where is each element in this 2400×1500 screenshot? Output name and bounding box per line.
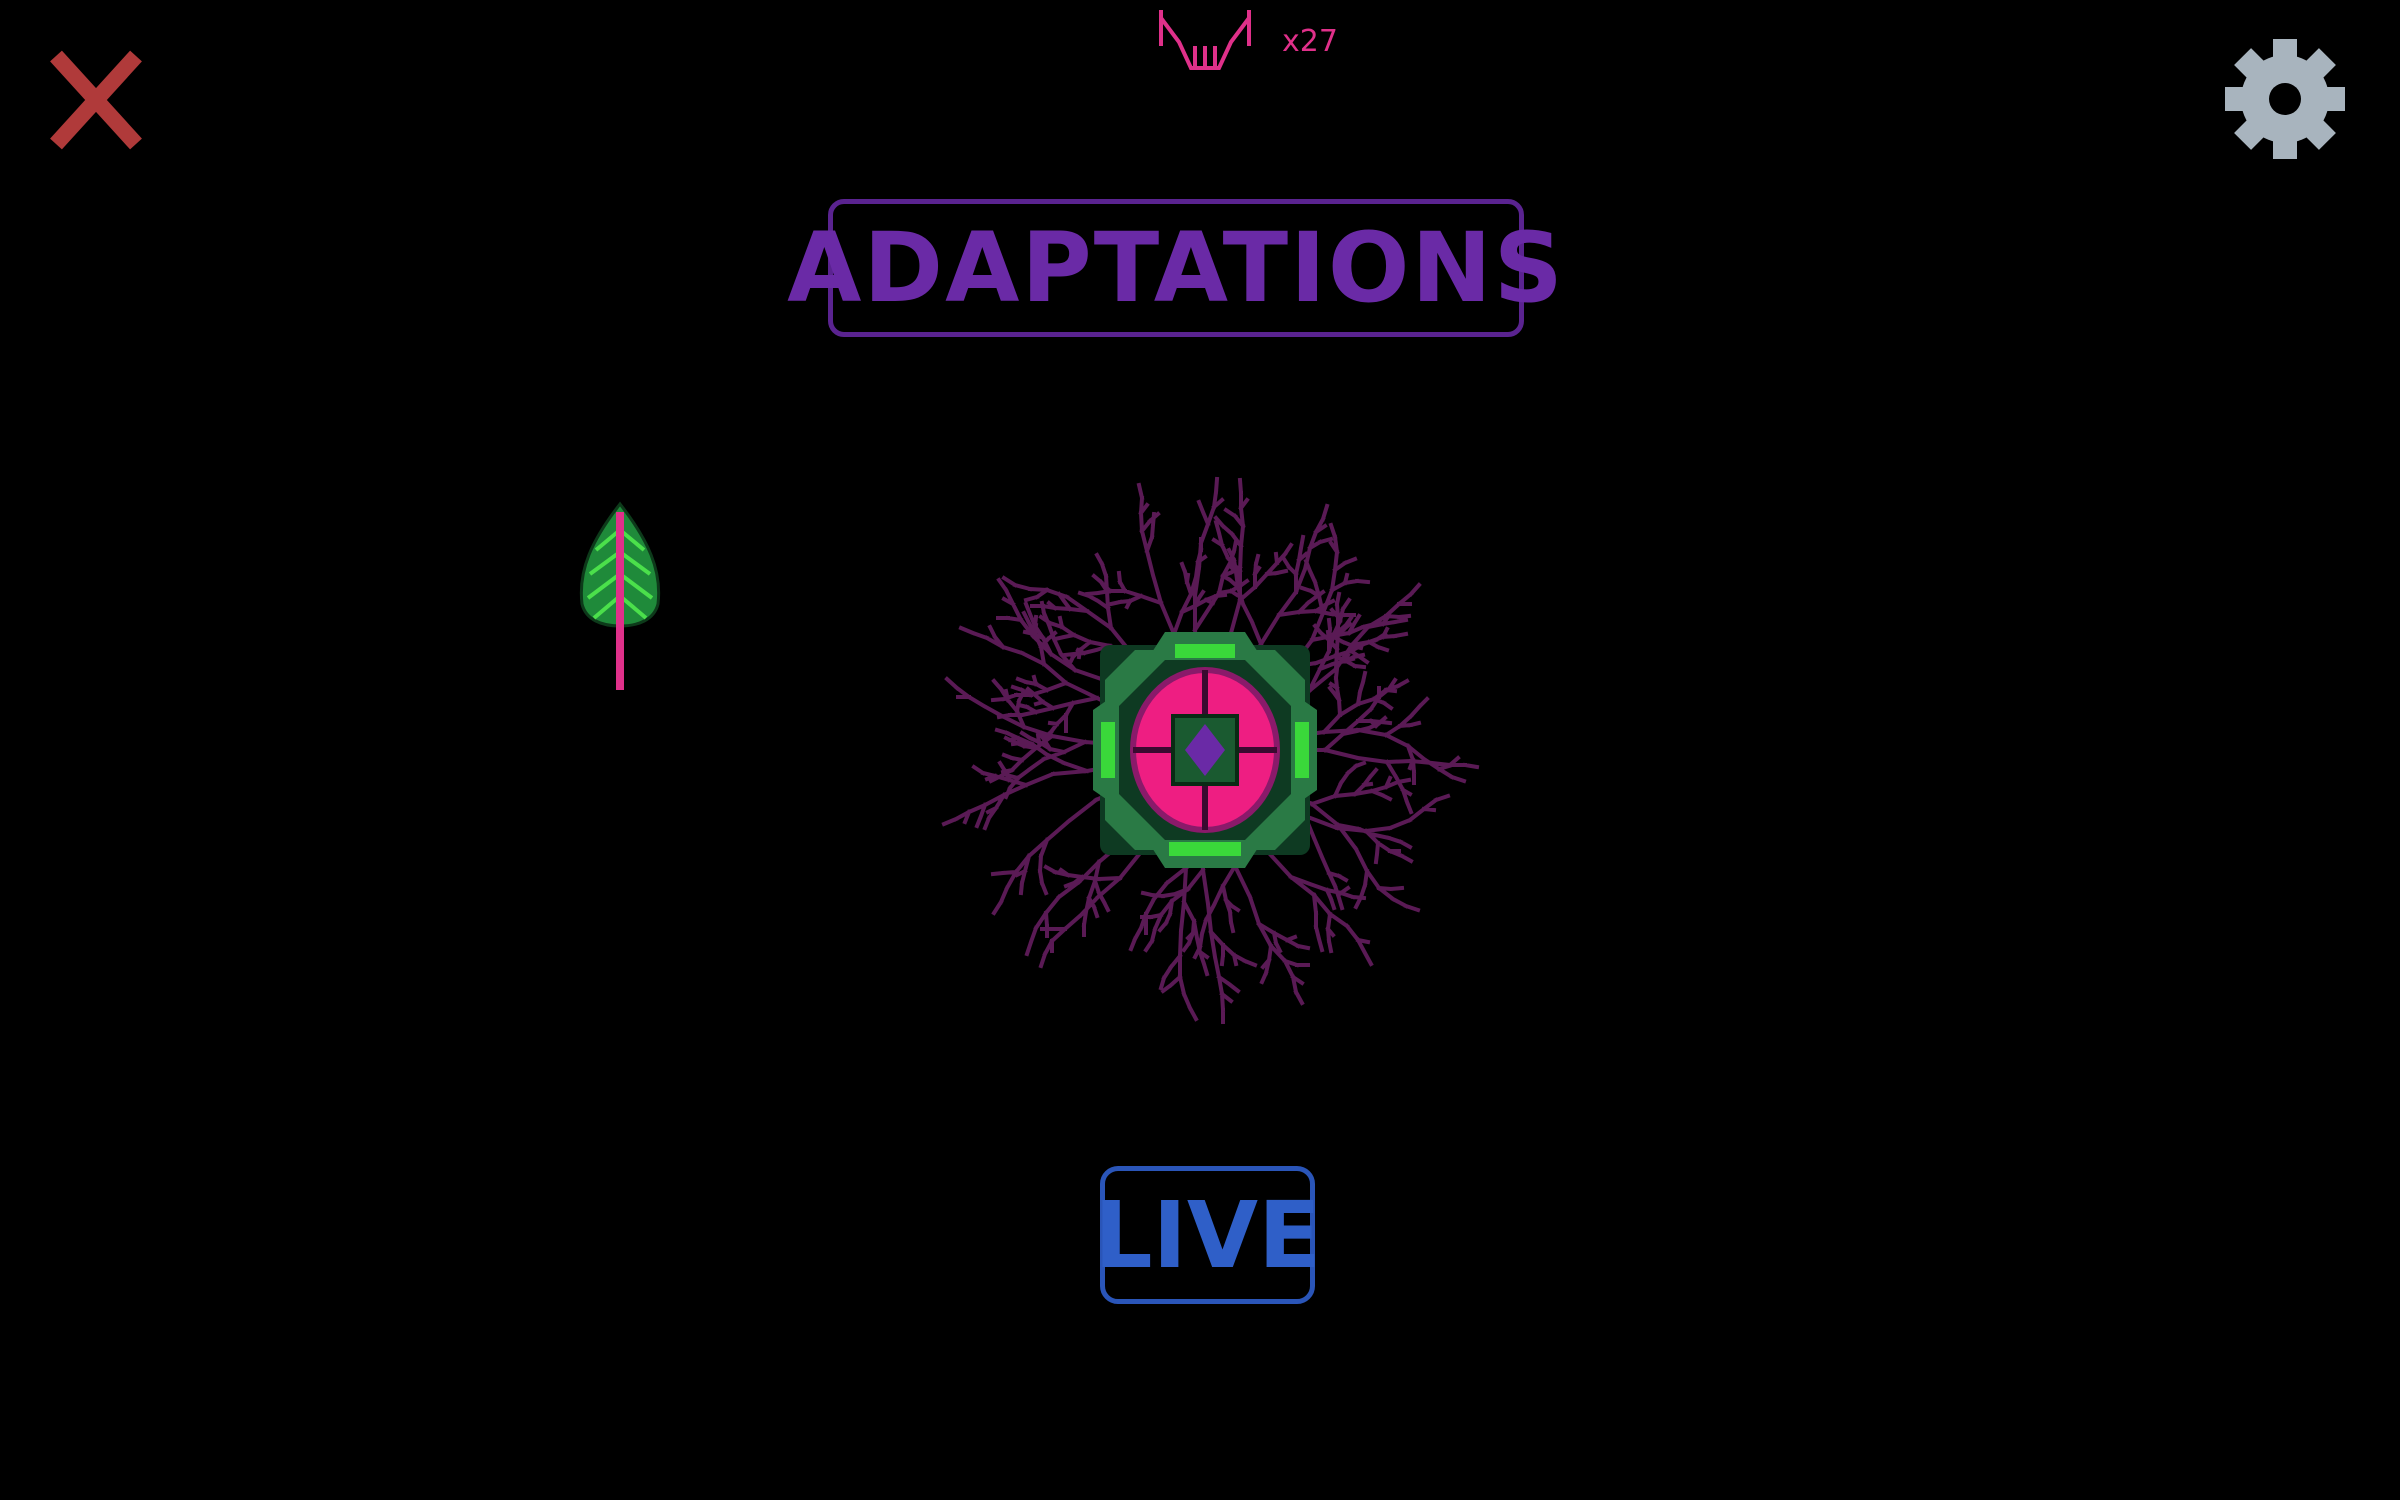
fangs-icon — [1159, 10, 1251, 70]
currency-count: x27 — [1282, 24, 1338, 59]
organism — [941, 476, 1480, 1024]
live-button[interactable]: LIVE — [1094, 1166, 1321, 1304]
organism-core — [1093, 632, 1317, 868]
title-text: ADAPTATIONS — [787, 212, 1565, 324]
gear-icon[interactable] — [2225, 36, 2345, 162]
close-icon[interactable] — [46, 46, 146, 154]
live-button-label: LIVE — [1094, 1181, 1321, 1289]
leaf-icon[interactable] — [572, 500, 668, 692]
adaptations-title: ADAPTATIONS — [787, 199, 1563, 337]
